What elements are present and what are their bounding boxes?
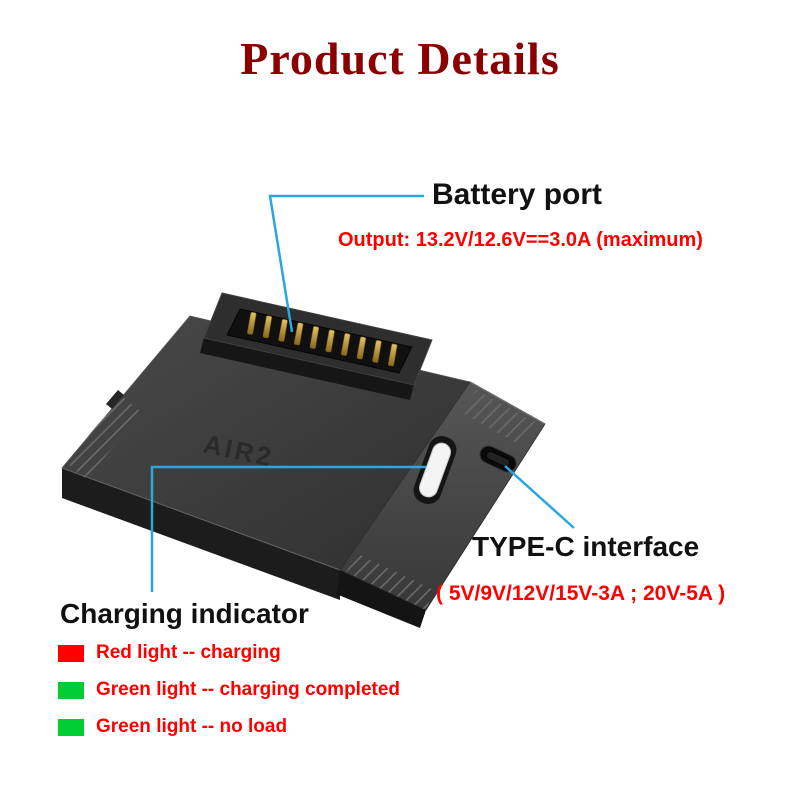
hatch-band-bevel-top xyxy=(462,390,536,446)
gold-pins xyxy=(247,311,398,367)
legend-item: Red light -- charging xyxy=(58,642,400,663)
type-c-label: TYPE-C interface xyxy=(472,531,700,562)
hatch-band-left xyxy=(66,396,142,479)
legend-text: Green light -- no load xyxy=(96,716,288,737)
type-c-spec: ( 5V/9V/12V/15V-3A ; 20V-5A ) xyxy=(436,582,726,605)
edge-notch xyxy=(106,390,124,409)
legend-item: Green light -- charging completed xyxy=(58,679,401,700)
type-c-callout-line xyxy=(504,465,575,529)
battery-port-label: Battery port xyxy=(432,178,603,211)
charging-indicator-callout-line xyxy=(150,465,426,592)
front-edge-highlight xyxy=(61,467,341,571)
green-light-swatch xyxy=(58,718,84,736)
battery-port-callout-line xyxy=(268,194,424,333)
red-light-swatch xyxy=(58,644,84,662)
page-title: Product Details xyxy=(240,33,560,84)
device-bottom-edge xyxy=(336,570,426,628)
battery-port-spec: Output: 13.2V/12.6V==3.0A (maximum) xyxy=(338,229,703,251)
bevel-edge-highlight xyxy=(469,381,546,425)
battery-connector xyxy=(200,292,433,400)
type-c-port xyxy=(479,445,517,473)
hatch-band-bevel-bottom xyxy=(346,554,434,610)
legend-text: Red light -- charging xyxy=(96,642,281,663)
legend-item: Green light -- no load xyxy=(58,716,400,737)
device-front-edge xyxy=(62,468,340,600)
charging-indicator-legend: Red light -- charging Green light -- cha… xyxy=(58,642,401,755)
green-light-swatch xyxy=(58,681,84,699)
legend-text: Green light -- charging completed xyxy=(96,679,401,700)
led-indicator-window xyxy=(413,435,457,505)
charging-indicator-label: Charging indicator xyxy=(60,598,309,629)
